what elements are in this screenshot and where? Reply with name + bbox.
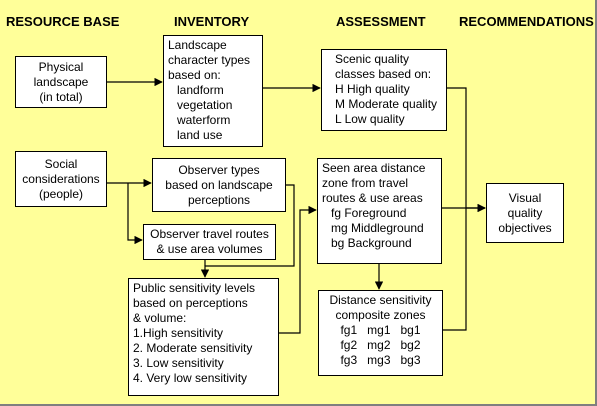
box-line: perceptions [187,192,251,207]
box-line: Landscape [168,38,227,52]
box-scenic-quality: Scenic quality classes based on: H High … [321,49,447,131]
box-line: fg2 mg2 bg2 [340,338,421,352]
header-assessment: ASSESSMENT [336,14,426,29]
box-line: (people) [38,186,84,201]
box-physical-landscape: Physical landscape (in total) [15,56,107,108]
box-line: 1.High sensitivity [133,326,224,340]
box-line: 3. Low sensitivity [133,356,224,370]
box-line: fg Foreground [331,206,407,220]
box-line: 4. Very low sensitivity [133,371,248,385]
box-observer-travel-routes: Observer travel routes & use area volume… [143,224,276,260]
header-recommendations: RECOMMENDATIONS [459,14,594,29]
box-line: fg1 mg1 bg1 [340,323,421,337]
arrow-social-to-observer-travel [127,183,143,245]
box-line: considerations [22,171,100,186]
box-social-considerations: Social considerations (people) [15,151,107,207]
box-line: (in total) [39,89,83,104]
box-line: M Moderate quality [335,97,438,111]
header-resource-base: RESOURCE BASE [6,14,120,29]
box-line: Observer travel routes [150,227,269,241]
box-line: Visual [508,190,542,205]
arrow-scenic-to-visual [447,87,486,213]
box-visual-quality-objectives: Visual quality objectives [486,183,564,243]
arrow-public-to-seen [279,205,317,334]
box-distance-sensitivity-zones: Distance sensitivity composite zones fg1… [318,290,443,376]
box-line: classes based on: [335,67,432,81]
box-line: Scenic quality [335,52,410,66]
box-line: based on perceptions [133,296,248,310]
box-line: mg Middleground [331,221,424,235]
box-line: L Low quality [335,112,405,126]
connector-distance-to-visual [443,208,467,331]
box-line: zone from travel [322,176,409,190]
box-line: 2. Moderate sensitivity [133,341,253,355]
box-line: fg3 mg3 bg3 [340,353,421,367]
box-line: character types [168,53,251,67]
box-line: vegetation [177,98,233,112]
box-line: based on landscape [165,177,273,192]
box-line: based on: [168,68,221,82]
header-inventory: INVENTORY [174,14,250,29]
box-line: landform [177,83,224,97]
box-line: & use area volumes [156,242,263,256]
box-line: bg Background [331,236,412,250]
box-line: landscape [33,74,89,89]
box-observer-types: Observer types based on landscape percep… [152,158,286,212]
box-line: Observer types [178,162,260,177]
box-line: Physical [38,59,84,74]
box-line: H High quality [335,82,410,96]
box-line: Seen area distance [322,161,426,175]
box-line: composite zones [335,308,426,322]
box-line: Public sensitivity levels [133,281,256,295]
box-line: land use [177,128,223,142]
box-line: & volume: [133,311,187,325]
box-line: quality [507,205,543,220]
box-line: objectives [498,220,552,235]
box-seen-area-distance-zone: Seen area distance zone from travel rout… [317,158,442,264]
box-line: Social [44,156,78,171]
box-public-sensitivity-levels: Public sensitivity levels based on perce… [128,278,279,396]
box-line: waterform [177,113,231,127]
box-landscape-character-types: Landscape character types based on: land… [163,35,263,147]
box-line: routes & use areas [322,191,423,205]
box-line: Distance sensitivity [329,293,432,307]
